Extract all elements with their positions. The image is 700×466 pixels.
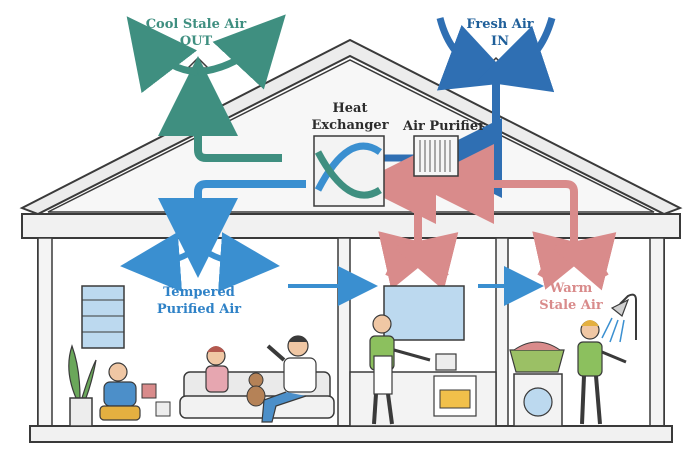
air-purifier-label: Air Purifier — [403, 119, 485, 134]
cool-stale-air-label: Cool Stale Air OUT — [145, 17, 247, 49]
teddy-bear — [246, 372, 266, 407]
living-room — [68, 285, 335, 427]
woman-cooking — [369, 314, 431, 425]
bathroom — [509, 293, 637, 427]
warm-stale-duct-right — [414, 144, 578, 250]
window-icon — [81, 285, 125, 349]
plant-icon — [68, 344, 97, 427]
cool-air-out-left-arrow — [126, 16, 199, 94]
girl-on-sofa — [205, 346, 229, 393]
kitchen — [349, 285, 497, 427]
cool-stale-air-duct — [158, 56, 282, 162]
father-on-sofa — [261, 335, 317, 423]
tempered-air-left-curl — [120, 231, 196, 292]
bath-extract-right — [550, 232, 617, 291]
child-playing — [99, 362, 171, 421]
laundry-basket — [509, 341, 565, 373]
cool-air-out-right-arrow — [197, 14, 286, 90]
warm-stale-duct-mid — [356, 144, 436, 250]
window-icon — [383, 285, 465, 341]
fresh-air-in-right-arrow — [476, 17, 556, 93]
roof-vent-icon — [186, 56, 210, 69]
air-purifier-filter-icon — [413, 135, 459, 177]
shower-icon — [601, 293, 637, 343]
fresh-air-label: Fresh Air IN — [466, 17, 534, 49]
tempered-purified-air-label: Tempered Purified Air — [156, 285, 242, 317]
heat-exchanger-label: Heat Exchanger — [311, 101, 389, 133]
washing-machine-icon — [513, 373, 563, 427]
woman-in-bathroom — [577, 320, 627, 425]
warm-stale-air-label: Warm Stale Air — [539, 281, 603, 313]
heat-exchanger-icon — [313, 135, 385, 207]
kitchen-extract-right — [392, 232, 459, 291]
tempered-supply-duct — [158, 180, 306, 278]
fresh-air-in-left-arrow — [436, 17, 515, 91]
tempered-air-right-curl — [202, 232, 280, 292]
roof-vent-icon — [484, 56, 508, 69]
